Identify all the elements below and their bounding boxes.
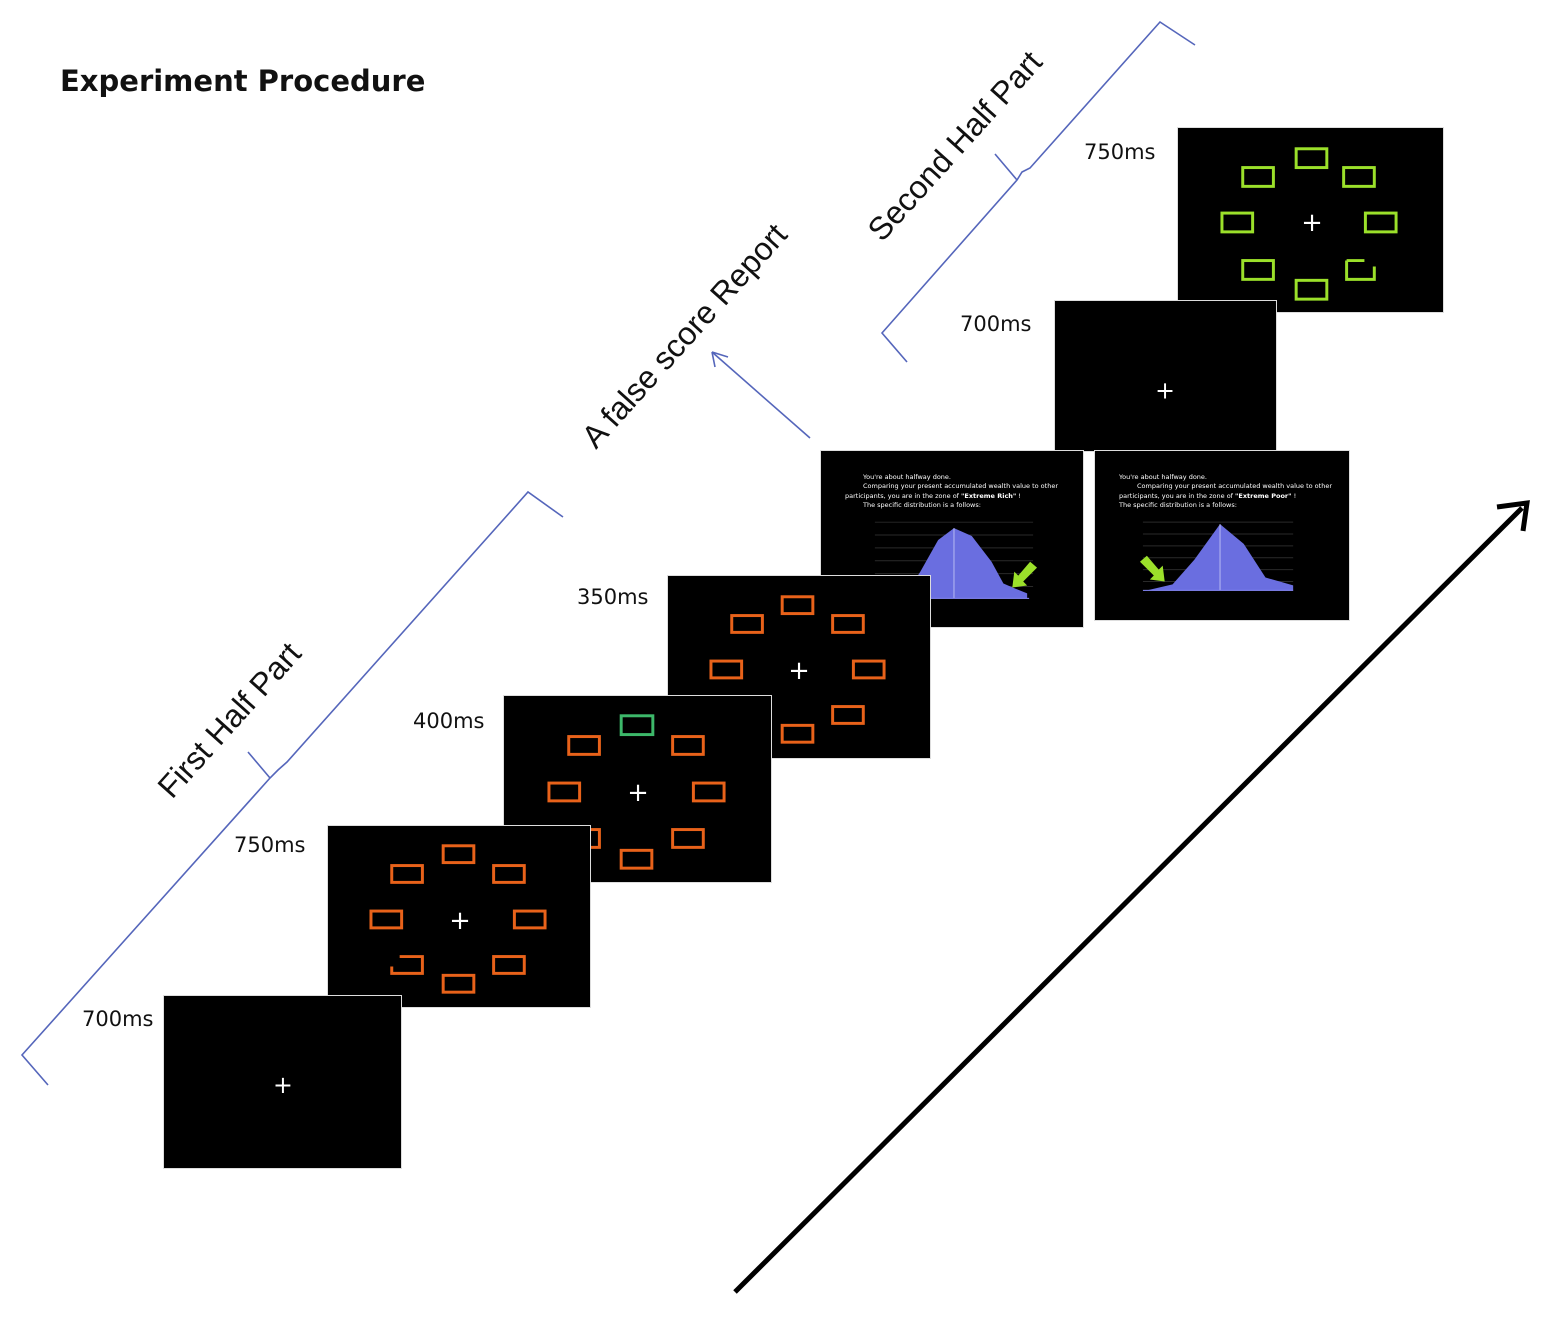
stimulus-screen-lime-cue: + <box>1177 127 1444 313</box>
box-top <box>441 844 476 865</box>
box-top <box>780 595 815 616</box>
box-left <box>709 659 744 680</box>
timing-label-screen-3: 400ms <box>413 709 485 733</box>
cue-box-right <box>1363 211 1398 234</box>
box-bottom-right <box>671 828 705 849</box>
box-bottom-left-gap <box>390 955 424 975</box>
stimulus-screen-fixation-2: + <box>1054 300 1277 452</box>
timing-label-screen-1: 700ms <box>82 1007 154 1031</box>
report-line-3-end: ! <box>1016 491 1021 500</box>
report-screen-extreme-poor: You're about halfway done. Comparing you… <box>1094 450 1350 621</box>
report-zone: "Extreme Rich" <box>961 491 1017 500</box>
cue-box-left <box>1220 211 1255 234</box>
cue-box-top-right <box>1342 166 1376 188</box>
box-top-left <box>390 864 424 884</box>
box-bottom <box>619 848 654 870</box>
box-left <box>369 909 404 930</box>
position-arrow-icon <box>1139 555 1165 582</box>
report-line-3: participants, you are in the zone of <box>1119 491 1236 500</box>
report-line-3: participants, you are in the zone of <box>845 491 962 500</box>
box-right <box>512 909 547 930</box>
fixation-cross: + <box>449 906 471 936</box>
second-half-bracket-tip <box>994 153 1018 181</box>
second-half-label: Second Half Part <box>860 44 1049 248</box>
fixation-cross: + <box>788 656 810 686</box>
report-line-1: You're about halfway done. <box>863 473 951 481</box>
fixation-cross: + <box>1155 377 1175 405</box>
time-arrow-head <box>1496 500 1530 532</box>
report-line-3-end: ! <box>1291 491 1297 500</box>
report-line-1: You're about halfway done. <box>1119 473 1207 481</box>
box-right <box>851 659 886 680</box>
box-top-left <box>730 614 764 634</box>
report-line-2: Comparing your present accumulated wealt… <box>863 482 1058 491</box>
box-top-right <box>492 864 526 884</box>
stimulus-screen-750ms-cue: + <box>327 825 591 1008</box>
first-half-label: First Half Part <box>150 635 308 805</box>
box-bottom-right <box>831 705 865 725</box>
timing-label-screen-6: 700ms <box>960 312 1032 336</box>
stimulus-screen-fixation-1: + <box>163 995 402 1169</box>
fixation-cross: + <box>1301 208 1323 238</box>
box-bottom-right <box>492 955 526 975</box>
report-text: You're about halfway done. Comparing you… <box>845 473 1075 511</box>
report-zone: "Extreme Poor" <box>1235 491 1292 500</box>
timing-label-screen-2: 750ms <box>234 833 306 857</box>
cue-box-bottom <box>1294 278 1329 301</box>
false-score-label: A false score Report <box>574 216 794 454</box>
report-line-4: The specific distribution is a follows: <box>1119 501 1237 510</box>
cue-box-bottom-left <box>1241 259 1275 281</box>
false-score-arrow-head <box>711 351 729 368</box>
box-top-left <box>567 735 601 756</box>
report-line-2: Comparing your present accumulated wealt… <box>1137 482 1332 491</box>
box-right <box>691 781 726 803</box>
box-top-right <box>831 614 865 634</box>
timing-label-screen-4: 350ms <box>577 585 649 609</box>
fixation-cross: + <box>627 778 649 808</box>
report-line-4: The specific distribution is a follows: <box>863 501 981 510</box>
report-text: You're about halfway done. Comparing you… <box>1119 473 1341 511</box>
fixation-cross: + <box>273 1071 293 1099</box>
false-score-arrow-shaft <box>711 351 811 439</box>
cue-box-bottom-right-gap <box>1345 259 1376 281</box>
box-left <box>547 781 582 803</box>
diagram-title: Experiment Procedure <box>60 64 426 98</box>
box-top-right <box>671 735 705 756</box>
box-bottom <box>441 973 476 994</box>
cue-box-top-left <box>1241 166 1275 188</box>
timing-label-screen-7: 750ms <box>1084 140 1156 164</box>
cue-box-top <box>1294 147 1329 170</box>
first-half-bracket-tip <box>247 751 271 779</box>
box-bottom <box>780 723 815 744</box>
position-arrow-icon <box>1012 561 1038 588</box>
target-box <box>619 714 655 737</box>
